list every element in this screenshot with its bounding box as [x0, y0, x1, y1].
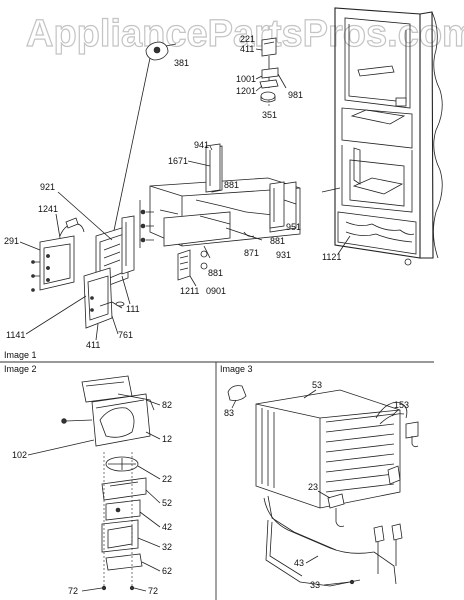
watermark-text: AppliancePartsPros.com — [26, 13, 464, 55]
label-82: 82 — [162, 400, 172, 410]
label-221: 221 — [240, 34, 255, 44]
image-1-labels: 381 221 411 1001 1201 981 351 941 1671 9… — [4, 34, 351, 350]
image-2-title: Image 2 — [4, 364, 37, 374]
refrigerator-cabinet — [334, 7, 443, 266]
label-381: 381 — [174, 58, 189, 68]
label-52: 52 — [162, 498, 172, 508]
label-43: 43 — [294, 558, 304, 568]
label-62: 62 — [162, 566, 172, 576]
label-881-b: 881 — [270, 236, 285, 246]
image-2-labels: 82 12 102 22 52 42 32 62 72 72 — [12, 399, 172, 596]
bottom-panel-1141 — [83, 267, 125, 329]
label-871: 871 — [244, 248, 259, 258]
label-291: 291 — [4, 236, 19, 246]
label-1671: 1671 — [168, 156, 188, 166]
image-1-assembly — [31, 7, 443, 329]
side-brackets — [205, 143, 341, 237]
label-1001: 1001 — [236, 74, 256, 84]
label-351: 351 — [262, 110, 277, 120]
label-1201: 1201 — [236, 86, 256, 96]
label-1141: 1141 — [6, 330, 25, 340]
label-83: 83 — [224, 408, 234, 418]
label-1211: 1211 — [180, 286, 199, 296]
label-411-top: 411 — [240, 44, 254, 54]
image-3-evaporator-exploded — [227, 385, 419, 587]
image-1-title: Image 1 — [4, 350, 37, 360]
evaporator-cover-assembly — [139, 145, 301, 259]
image-3-labels: 53 83 153 23 43 33 — [224, 380, 409, 590]
image-2-damper-exploded — [61, 375, 155, 591]
label-881-c: 881 — [208, 268, 223, 278]
control-board-1241 — [31, 217, 85, 292]
label-72-a: 72 — [68, 586, 78, 596]
image-3-title: Image 3 — [220, 364, 253, 374]
label-153: 153 — [394, 400, 409, 410]
label-951: 951 — [286, 222, 301, 232]
label-72-b: 72 — [148, 586, 158, 596]
label-931: 931 — [276, 250, 291, 260]
label-32: 32 — [162, 542, 172, 552]
label-53: 53 — [312, 380, 322, 390]
label-761: 761 — [118, 330, 133, 340]
label-0901: 0901 — [206, 286, 226, 296]
label-111: 111 — [126, 304, 140, 314]
damper-assembly-top — [259, 37, 287, 108]
label-12: 12 — [162, 434, 172, 444]
label-941: 941 — [194, 140, 209, 150]
label-1241: 1241 — [38, 204, 58, 214]
label-23: 23 — [308, 482, 318, 492]
label-22: 22 — [162, 474, 172, 484]
label-33: 33 — [310, 580, 320, 590]
label-981: 981 — [288, 90, 303, 100]
label-42: 42 — [162, 522, 172, 532]
label-921: 921 — [40, 182, 55, 192]
label-102: 102 — [12, 450, 27, 460]
label-1121: 1121 — [322, 252, 341, 262]
label-881-a: 881 — [224, 180, 239, 190]
label-411-bottom: 411 — [86, 340, 100, 350]
